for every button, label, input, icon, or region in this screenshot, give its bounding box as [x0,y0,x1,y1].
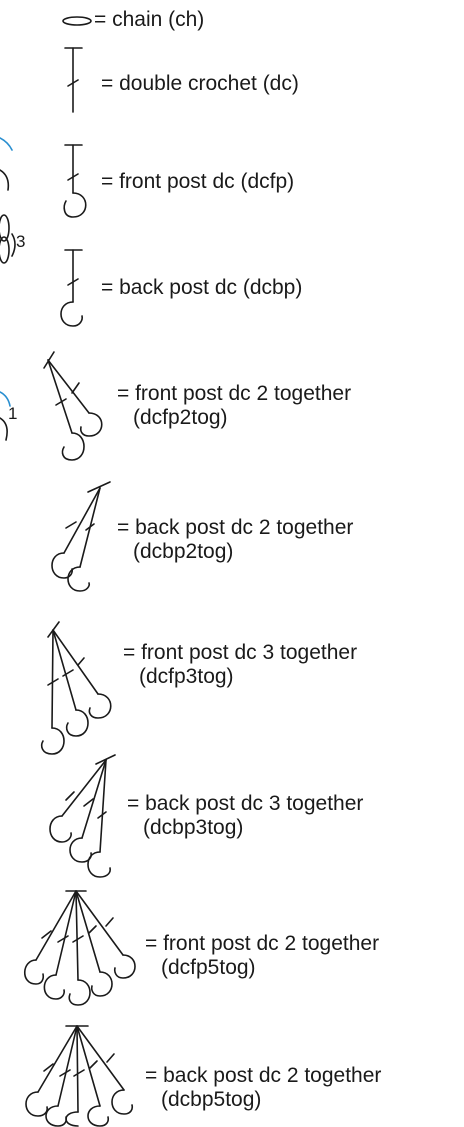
front-post-dc-5tog-label: = front post dc 2 together(dcfp5tog) [145,932,380,979]
back-post-dc-symbol [60,249,83,327]
chain-label: = chain (ch) [94,8,205,31]
double-crochet-symbol [64,47,83,113]
double-crochet-label: = double crochet (dc) [101,72,299,95]
chart-fragment [0,137,16,441]
back-post-dc-label: = back post dc (dcbp) [101,276,303,299]
front-post-dc-symbol [63,144,87,218]
row-number-1: 1 [8,404,18,423]
back-post-dc-5tog-label: = back post dc 2 together(dcbp5tog) [145,1064,382,1111]
front-post-dc-3tog-symbol [40,621,112,755]
front-post-dc-2tog-symbol [43,351,103,461]
front-post-dc-2tog-label: = front post dc 2 together(dcfp2tog) [117,382,352,429]
back-post-dc-2tog-label: = back post dc 2 together(dcbp2tog) [117,516,354,563]
front-post-dc-label: = front post dc (dcfp) [101,170,295,193]
back-post-dc-3tog-symbol [49,754,116,878]
row-number-3: 3 [16,232,26,251]
chain-symbol [62,16,92,26]
back-post-dc-3tog-label: = back post dc 3 together(dcbp3tog) [127,792,364,839]
front-post-dc-3tog-label: = front post dc 3 together(dcfp3tog) [123,641,358,688]
back-post-dc-5tog-symbol [25,1025,134,1127]
front-post-dc-5tog-symbol [23,890,136,1006]
back-post-dc-2tog-symbol [51,481,111,592]
